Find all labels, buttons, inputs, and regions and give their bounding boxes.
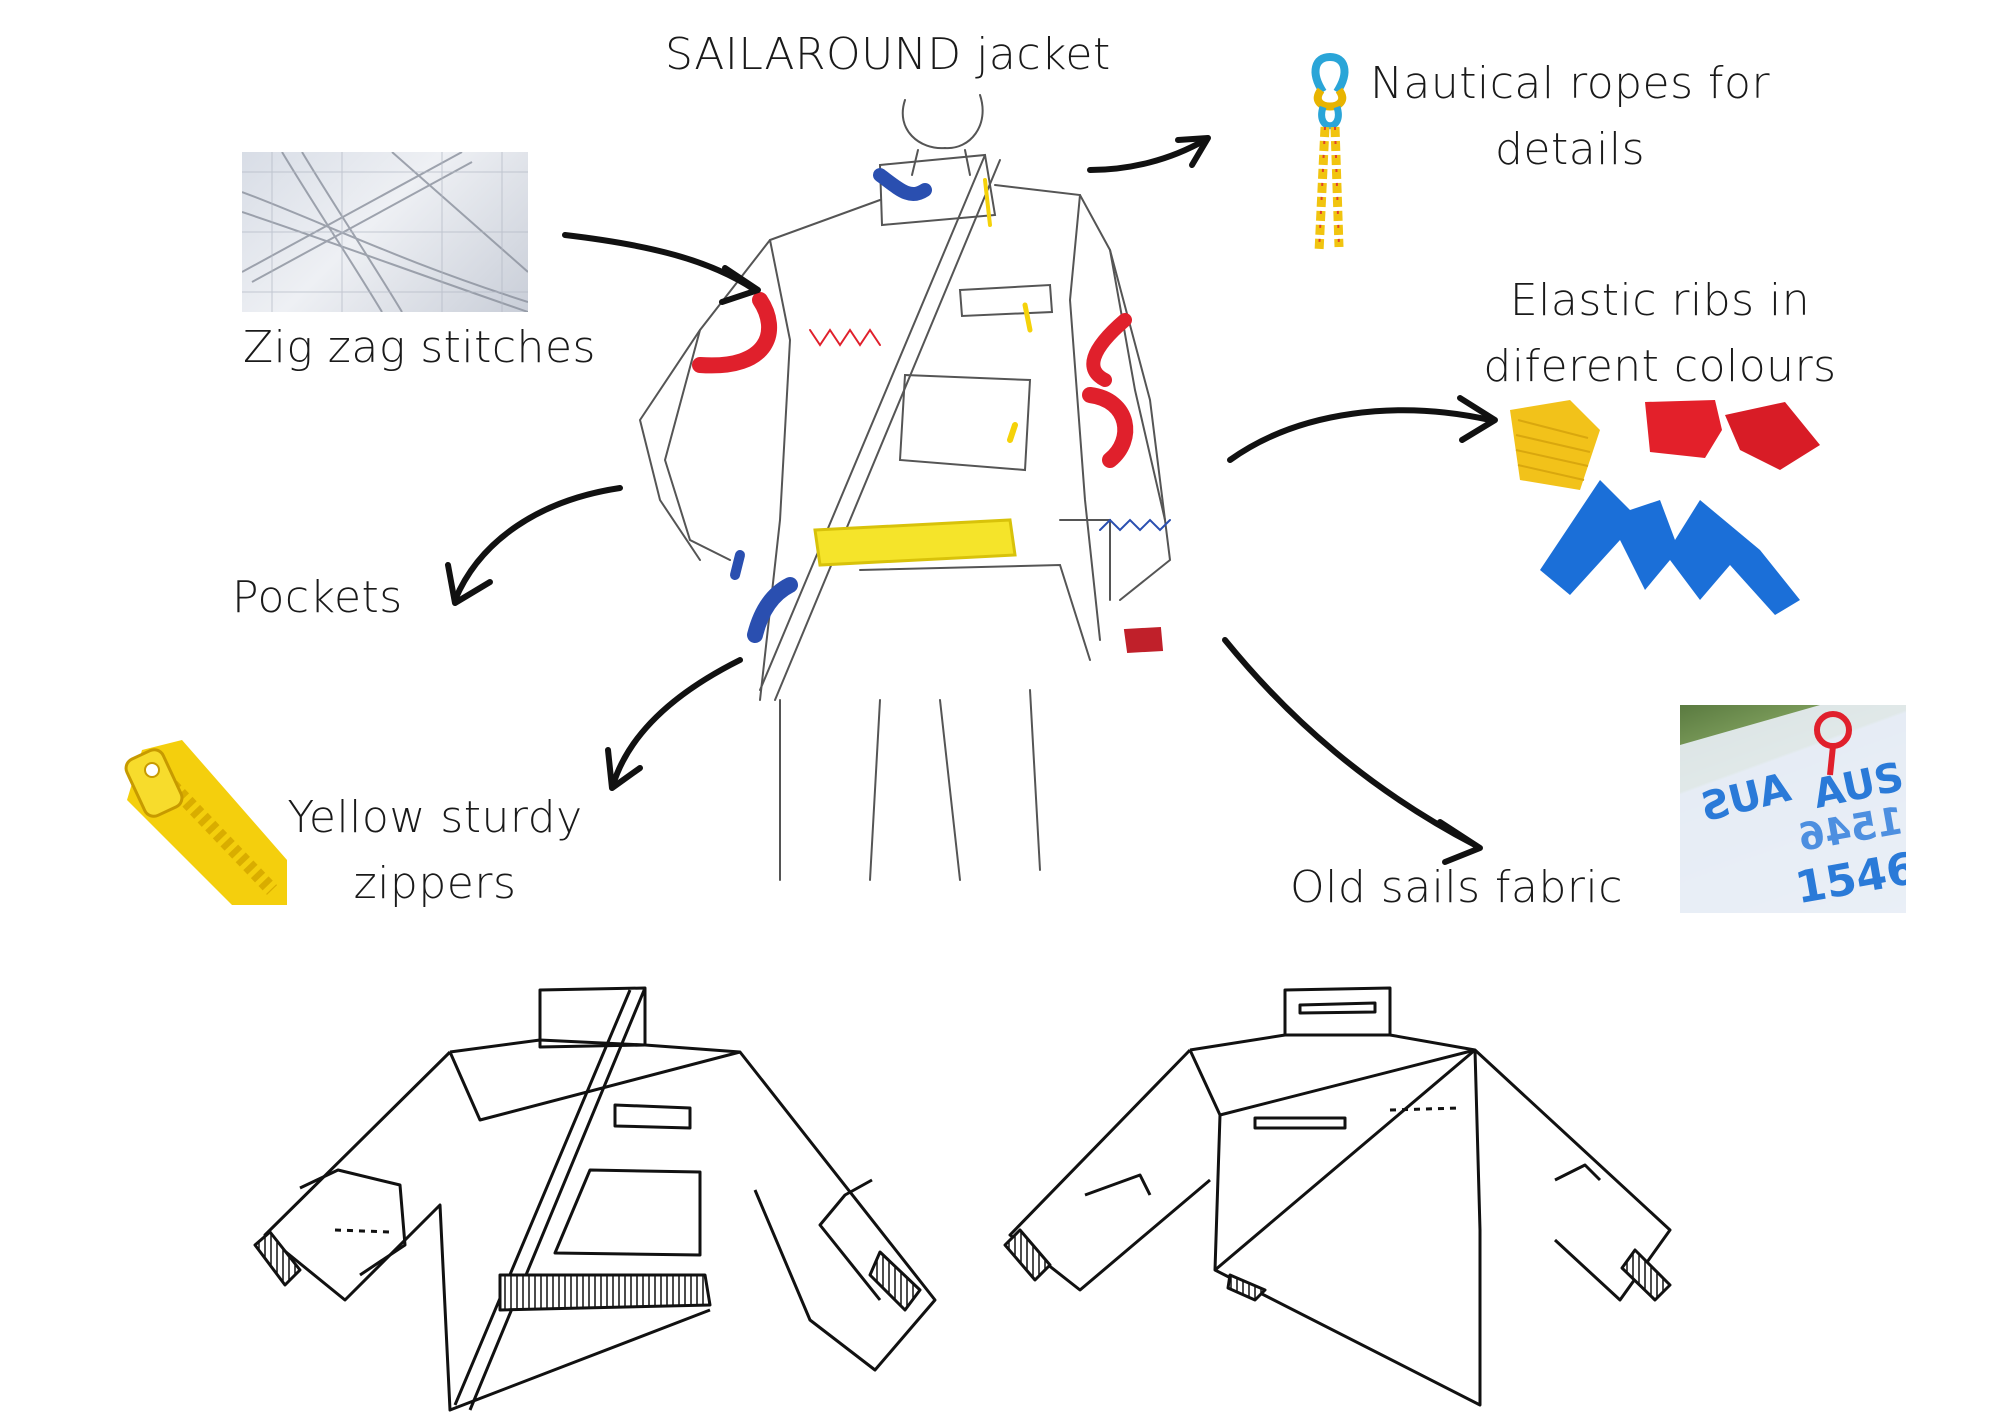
arrow-head-icon — [1457, 395, 1498, 443]
sail-panel-shape — [1680, 705, 1906, 913]
arrow-to-ribs — [1227, 407, 1493, 463]
label-elastic-ribs-line2: diferent colours — [1483, 341, 1837, 392]
arrow-head-icon — [445, 562, 493, 606]
arrow-to-zigzag — [562, 232, 758, 293]
technical-flat-back — [1003, 986, 1672, 1407]
label-nautical-ropes: Nautical ropes for details — [1365, 51, 1775, 183]
technical-flat-front — [253, 986, 937, 1412]
label-yellow-zippers-line1: Yellow sturdy — [287, 792, 583, 843]
label-elastic-ribs-line1: Elastic ribs in — [1509, 275, 1811, 326]
label-yellow-zippers-line2: zippers — [353, 858, 517, 909]
page-title: SAILAROUND jacket — [665, 29, 1111, 80]
yellow-zipper-photo — [122, 740, 287, 905]
rope-knot-icon — [1311, 52, 1349, 253]
arrow-to-sails — [1222, 637, 1478, 848]
label-nautical-ropes-line2: details — [1494, 124, 1646, 175]
arrow-to-ropes — [1087, 137, 1208, 173]
jacket-sketch — [638, 94, 1172, 881]
arrow-to-pockets — [452, 485, 623, 603]
callout-arrows — [445, 135, 1498, 865]
label-yellow-zippers: Yellow sturdy zippers — [280, 785, 590, 917]
zipper-icon — [124, 740, 287, 905]
arrow-to-zippers — [610, 657, 743, 788]
elastic-ribs-icon — [1510, 400, 1820, 615]
arrow-head-icon — [605, 747, 643, 791]
sail-texture-stitch-lines — [242, 152, 528, 312]
label-nautical-ropes-line1: Nautical ropes for — [1369, 58, 1771, 109]
sketch-color-accents — [692, 168, 1171, 654]
arrow-head-icon — [1175, 135, 1211, 168]
arrow-head-icon — [719, 265, 761, 305]
label-elastic-ribs: Elastic ribs in diferent colours — [1470, 268, 1850, 400]
arrow-head-icon — [1437, 819, 1483, 865]
elastic-ribs-photo — [1500, 390, 1840, 625]
label-zigzag-stitches: Zig zag stitches — [243, 322, 596, 373]
label-pockets: Pockets — [232, 572, 403, 623]
old-sail-photo: AUS AUS 1546 1546 — [1680, 705, 1906, 913]
sail-fabric-texture-photo — [242, 152, 528, 312]
label-old-sails-fabric: Old sails fabric — [1290, 862, 1623, 913]
nautical-rope-photo — [1305, 52, 1355, 257]
